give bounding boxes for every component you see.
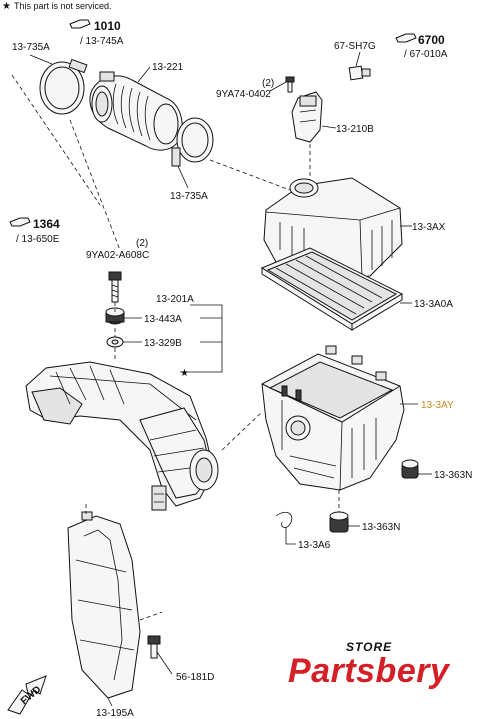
ref-1364-code[interactable]: 1364 <box>33 217 60 231</box>
label-qty-2-b: (2) <box>136 238 148 249</box>
label-67-sh7g[interactable]: 67-SH7G <box>334 41 376 52</box>
ref-6700-code[interactable]: 6700 <box>418 33 445 47</box>
label-13-363n-lower[interactable]: 13-363N <box>362 522 400 533</box>
label-qty-2-a: (2) <box>262 78 274 89</box>
ref-1010-code[interactable]: 1010 <box>94 19 121 33</box>
mounting-bracket[interactable] <box>67 511 141 699</box>
label-13-195a[interactable]: 13-195A <box>96 708 134 719</box>
legend-note: ★This part is not serviced. <box>2 1 112 12</box>
air-cleaner-case[interactable] <box>261 345 405 491</box>
resonator-duct[interactable] <box>25 361 219 511</box>
grommet-lower[interactable] <box>329 511 349 533</box>
maf-sensor[interactable] <box>291 91 323 143</box>
label-13-201a[interactable]: 13-201A <box>156 294 194 305</box>
legend-note-text: This part is not serviced. <box>13 1 112 11</box>
label-13-3a6[interactable]: 13-3A6 <box>298 540 331 551</box>
label-13-3ay[interactable]: 13-3AY <box>421 400 454 411</box>
brand-store-text: STORE <box>346 640 393 654</box>
label-13-3ax[interactable]: 13-3AX <box>412 222 446 233</box>
brand-logo: Partsbery <box>288 652 450 690</box>
label-13-735a-top[interactable]: 13-735A <box>12 42 50 53</box>
star-marker: ★ <box>180 368 189 379</box>
ref-1364-sub: / 13-650E <box>16 234 60 245</box>
hose-clamp-top[interactable] <box>39 58 88 115</box>
ref-1010-sub: / 13-745A <box>80 36 124 47</box>
label-13-363n-right[interactable]: 13-363N <box>434 470 472 481</box>
label-13-443a[interactable]: 13-443A <box>144 314 182 325</box>
label-13-329b[interactable]: 13-329B <box>144 338 182 349</box>
connector[interactable] <box>348 65 371 81</box>
mounting-bolt[interactable] <box>108 271 122 303</box>
label-13-735a-bottom[interactable]: 13-735A <box>170 191 208 202</box>
intake-hose[interactable] <box>89 71 183 151</box>
star-symbol: ★ <box>2 1 11 12</box>
label-13-210b[interactable]: 13-210B <box>336 124 374 135</box>
grommet-right[interactable] <box>401 459 419 479</box>
clip[interactable] <box>275 511 293 528</box>
label-9ya02-a608c[interactable]: 9YA02-A608C <box>86 250 149 261</box>
filter-element[interactable] <box>260 247 404 331</box>
sensor-screw[interactable] <box>285 76 295 93</box>
ref-6700-sub: / 67-010A <box>404 49 448 60</box>
hand-pointer-icon-6700 <box>395 33 417 43</box>
bracket-bolt[interactable] <box>147 635 161 659</box>
label-56-181d[interactable]: 56-181D <box>176 672 214 683</box>
label-13-3a0a[interactable]: 13-3A0A <box>414 299 453 310</box>
hand-pointer-icon-1010 <box>69 19 91 29</box>
label-9ya74-0402[interactable]: 9YA74-0402 <box>216 89 271 100</box>
collar[interactable] <box>106 336 124 348</box>
label-13-221[interactable]: 13-221 <box>152 62 184 73</box>
hose-clamp-bottom[interactable] <box>171 117 214 167</box>
hand-pointer-icon-1364 <box>9 217 31 227</box>
forward-arrow-icon <box>7 675 47 715</box>
